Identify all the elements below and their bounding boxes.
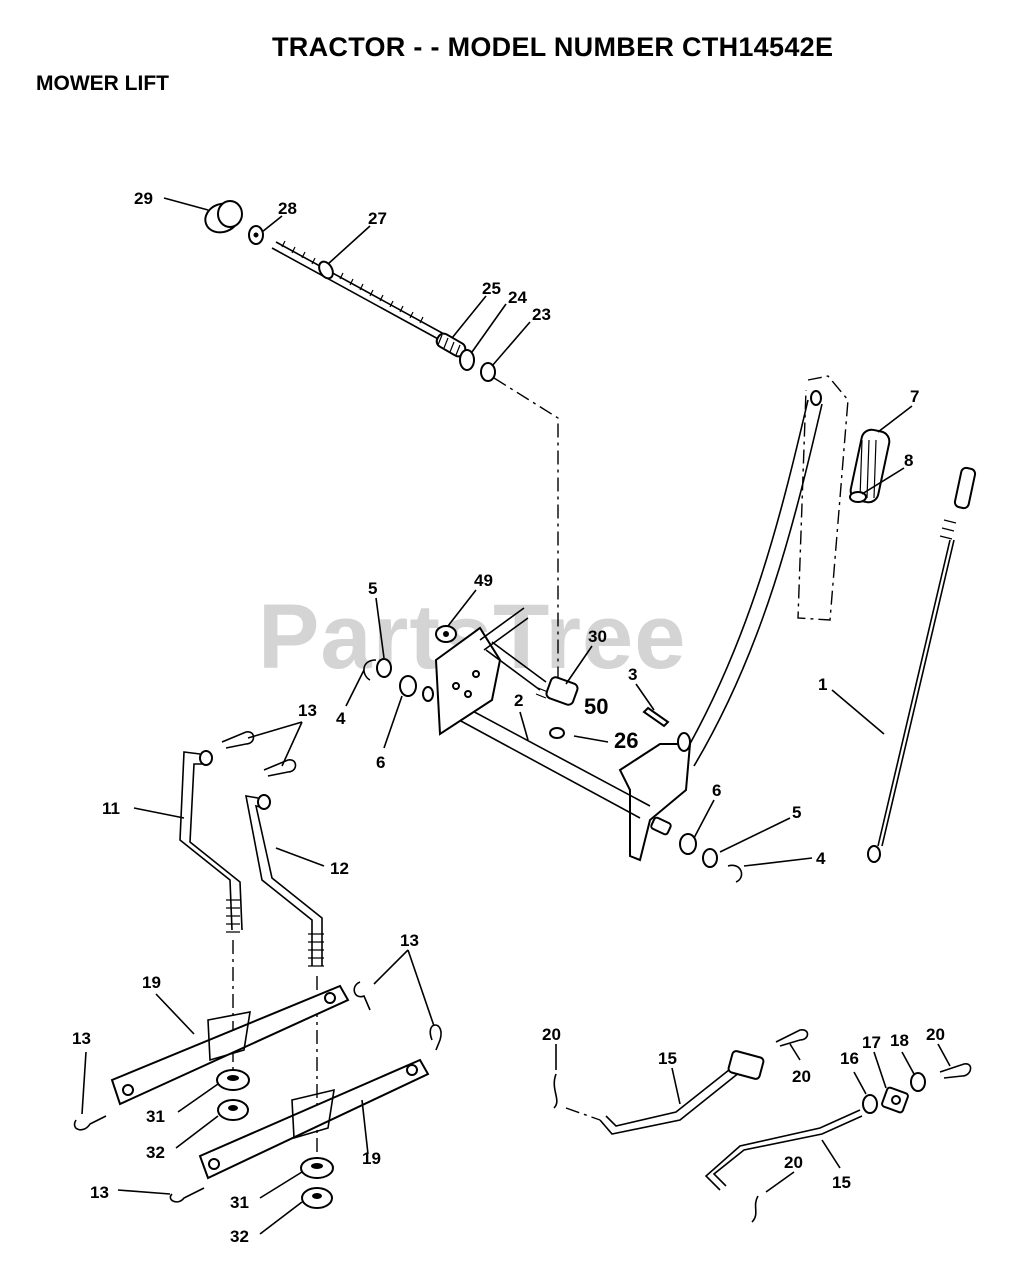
callout-4-right: 4 <box>816 849 826 868</box>
callout-15-upper: 15 <box>658 1049 677 1068</box>
callout-13-b: 13 <box>400 931 419 950</box>
part-16-washer[interactable] <box>862 1094 878 1114</box>
part-32-nut-lower[interactable] <box>301 1187 333 1209</box>
callout-3: 3 <box>628 665 637 684</box>
callout-17: 17 <box>862 1033 881 1052</box>
part-8-grip-ring[interactable] <box>849 491 867 503</box>
callout-13-a: 13 <box>298 701 317 720</box>
part-5-washer-left[interactable] <box>376 658 392 678</box>
callout-13-d: 13 <box>90 1183 109 1202</box>
callout-20-a: 20 <box>542 1025 561 1044</box>
part-20-clip-a[interactable] <box>553 1073 558 1109</box>
page-title: TRACTOR - - MODEL NUMBER CTH14542E <box>272 32 834 62</box>
callout-labels: 29 28 27 25 24 23 7 8 1 49 5 30 3 50 4 6… <box>72 189 945 1246</box>
callout-16: 16 <box>840 1049 859 1068</box>
callout-30: 30 <box>588 627 607 646</box>
callout-19-lower: 19 <box>362 1149 381 1168</box>
part-4-clip-left[interactable] <box>363 659 377 681</box>
callout-15-lower: 15 <box>832 1173 851 1192</box>
section-subtitle: MOWER LIFT <box>36 72 169 95</box>
part-29-knob[interactable] <box>201 199 243 237</box>
part-26-nut[interactable] <box>549 727 565 739</box>
part-32-nut-upper[interactable] <box>217 1099 249 1121</box>
callout-5-right: 5 <box>792 803 801 822</box>
callout-12: 12 <box>330 859 349 878</box>
callout-20-b: 20 <box>792 1067 811 1086</box>
part-4-clip-right[interactable] <box>727 864 743 883</box>
callout-7: 7 <box>910 387 919 406</box>
callout-13-c: 13 <box>72 1029 91 1048</box>
callout-49: 49 <box>474 571 493 590</box>
part-19-lift-arm-lower[interactable] <box>198 1058 430 1180</box>
callout-24: 24 <box>508 288 527 307</box>
callout-20-d: 20 <box>784 1153 803 1172</box>
part-5-washer-right[interactable] <box>702 848 718 868</box>
part-15-rod-upper[interactable] <box>599 1050 765 1135</box>
part-24-washer[interactable] <box>459 349 475 371</box>
callout-2: 2 <box>514 691 523 710</box>
part-49-washer[interactable] <box>435 625 457 643</box>
callout-28: 28 <box>278 199 297 218</box>
part-11-lift-link[interactable] <box>179 750 243 933</box>
callout-8: 8 <box>904 451 913 470</box>
part-28-washer[interactable] <box>248 225 264 245</box>
part-20-clip-b[interactable] <box>775 1029 809 1047</box>
callout-32-upper: 32 <box>146 1143 165 1162</box>
leader-lines <box>81 197 951 1235</box>
part-19-lift-arm-upper[interactable] <box>110 984 350 1106</box>
callout-29: 29 <box>134 189 153 208</box>
callout-32-lower: 32 <box>230 1227 249 1246</box>
part-27-threaded-rod[interactable] <box>271 240 445 341</box>
part-6-bushing-right[interactable] <box>679 833 697 855</box>
lift-bracket <box>434 607 529 736</box>
part-13-clip-d[interactable] <box>169 1187 205 1203</box>
part-23-nut[interactable] <box>480 362 496 382</box>
callout-31-lower: 31 <box>230 1193 249 1212</box>
part-18-nut[interactable] <box>910 1072 926 1092</box>
callout-19-upper: 19 <box>142 973 161 992</box>
part-1-lift-rod[interactable] <box>867 466 977 863</box>
part-31-bushing-lower[interactable] <box>300 1157 334 1179</box>
part-15-rod-lower[interactable] <box>704 1109 863 1191</box>
part-20-clip-d[interactable] <box>751 1195 759 1223</box>
part-17-block[interactable] <box>881 1086 909 1114</box>
part-31-bushing-upper[interactable] <box>216 1069 250 1091</box>
part-13-clip-b[interactable] <box>353 981 442 1051</box>
callout-23: 23 <box>532 305 551 324</box>
callout-1: 1 <box>818 675 827 694</box>
part-30-trunnion[interactable] <box>485 641 579 706</box>
callout-5-left: 5 <box>368 579 377 598</box>
lift-handle-frame <box>797 375 849 621</box>
part-12-lift-link[interactable] <box>244 794 324 967</box>
callout-50: 50 <box>584 694 608 719</box>
callout-11: 11 <box>102 799 120 818</box>
callout-27: 27 <box>368 209 387 228</box>
callout-31-upper: 31 <box>146 1107 165 1126</box>
part-20-clip-c[interactable] <box>939 1063 972 1079</box>
lift-lever[interactable] <box>618 399 823 862</box>
callout-4-left: 4 <box>336 709 346 728</box>
part-3-pin[interactable] <box>642 706 670 728</box>
callout-25: 25 <box>482 279 501 298</box>
callout-6-left: 6 <box>376 753 385 772</box>
callout-18: 18 <box>890 1031 909 1050</box>
callout-20-c: 20 <box>926 1025 945 1044</box>
callout-6-right: 6 <box>712 781 721 800</box>
callout-26: 26 <box>614 728 638 753</box>
part-13-clip-c[interactable] <box>73 1115 107 1131</box>
part-13-clip-a[interactable] <box>221 731 297 777</box>
part-6-bushing-left[interactable] <box>399 675 434 702</box>
